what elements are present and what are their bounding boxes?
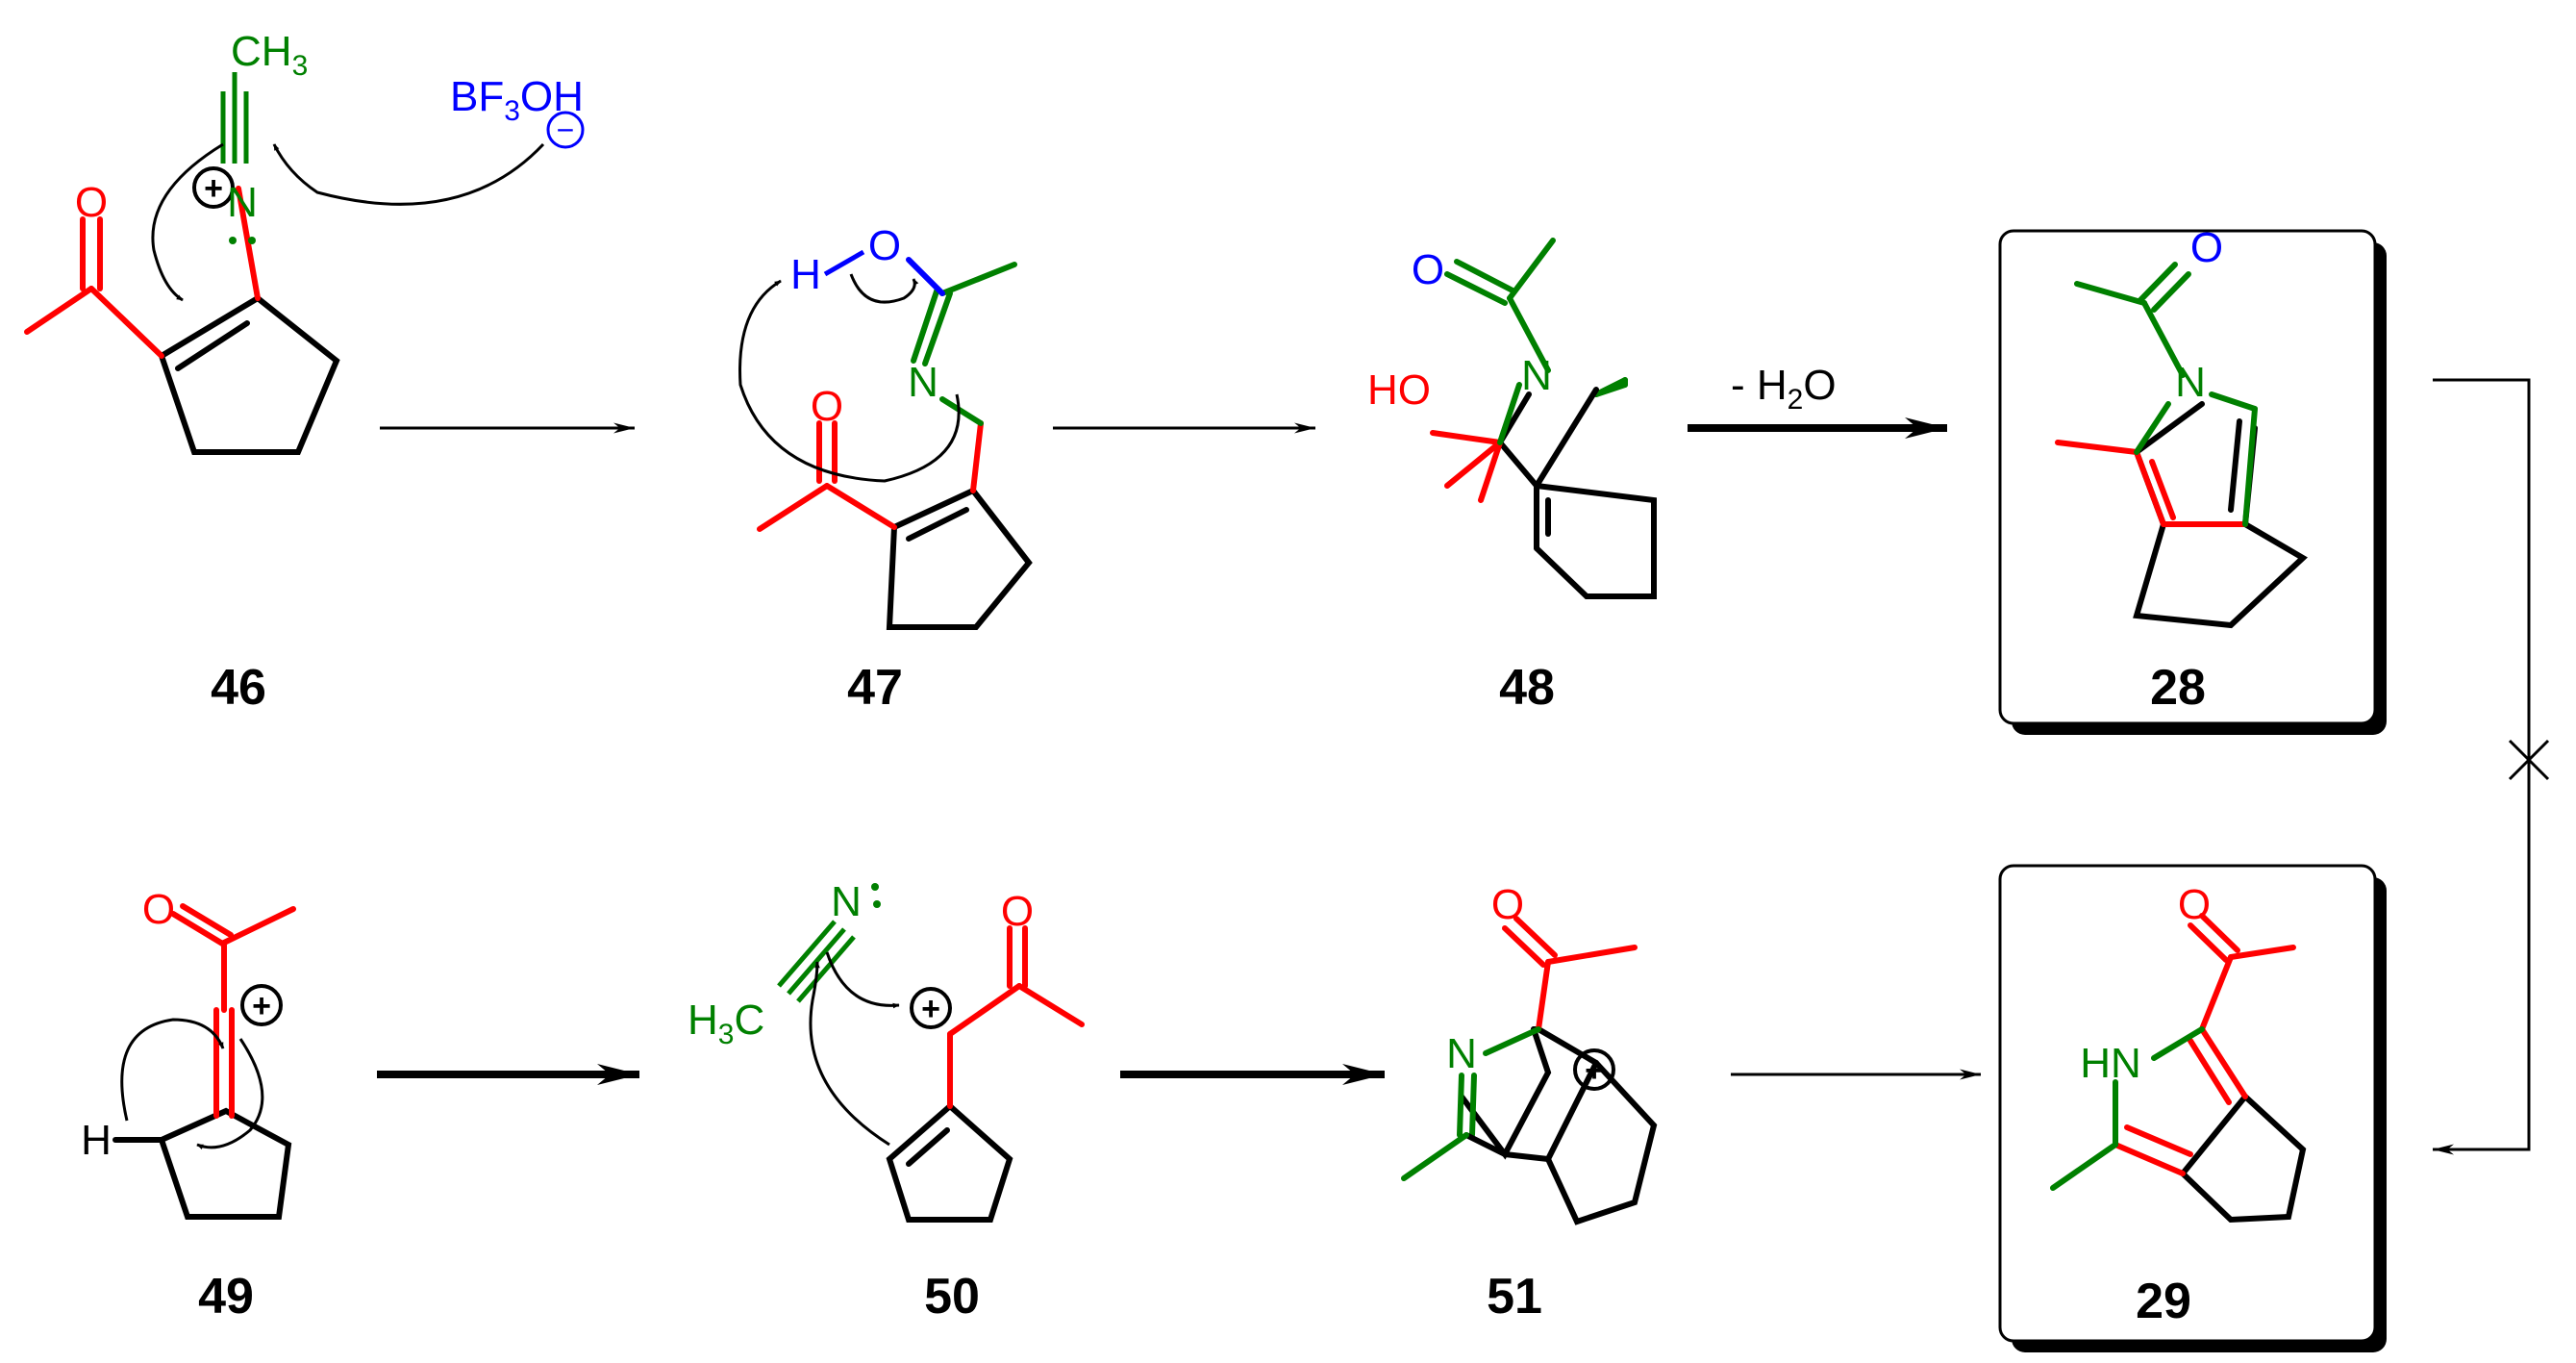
methyl-group-50: H3C [688, 997, 764, 1050]
product-box-29 [1998, 864, 2387, 1352]
svg-text:+: + [921, 991, 940, 1027]
blocked-pathway-cross [2508, 739, 2550, 781]
compound-number-50: 50 [924, 1269, 980, 1325]
curved-arrow-49-shift [196, 1038, 264, 1149]
nitrogen-atom-48: N [1521, 352, 1552, 399]
compound-number-48: 48 [1499, 660, 1555, 716]
compound-number-49: 49 [198, 1269, 254, 1325]
curved-arrow-50-attack [825, 951, 900, 1009]
oxygen-atom-29: O [2178, 881, 2211, 928]
curved-arrow-bf3oh [272, 142, 545, 206]
compound-49 [113, 903, 296, 1220]
dehydration-condition: - H2O [1731, 362, 1837, 416]
compound-50 [886, 925, 1085, 1223]
lone-pair [229, 237, 256, 244]
oxygen-atom-46: O [75, 179, 108, 226]
lewis-acid-bf3oh: BF3OH [450, 73, 584, 127]
nitrogen-atom-50: N [831, 878, 862, 925]
nitrogen-atom-47: N [908, 359, 938, 406]
cation-charge-49: + [240, 984, 283, 1026]
nitrogen-atom-28: N [2175, 359, 2206, 406]
compound-number-46: 46 [211, 660, 266, 716]
methyl-group: CH3 [231, 28, 308, 82]
cation-charge-50: + [910, 987, 952, 1029]
hydrogen-atom-49: H [81, 1117, 112, 1164]
acetonitrile-50 [777, 920, 856, 1003]
lone-pair-50 [871, 883, 881, 908]
oxygen-atom-49: O [142, 886, 175, 933]
compound-48 [1430, 238, 1657, 599]
curved-arrow-50-cyclization [809, 961, 890, 1147]
curved-arrow-49-hydride [120, 1018, 225, 1122]
acetonitrile-reagent [220, 72, 249, 164]
compound-46 [24, 186, 340, 455]
oxygen-atom-47-ketone: O [811, 383, 843, 430]
compound-number-51: 51 [1487, 1269, 1542, 1325]
nitrile-nitrogen: N [227, 179, 258, 226]
oxygen-atom-51: O [1491, 881, 1524, 928]
product-box-28 [1998, 229, 2387, 735]
compound-29 [2050, 913, 2307, 1224]
oxygen-atom-47-hydroxyl: O [868, 222, 901, 269]
oh-bond-47 [823, 249, 865, 277]
compound-number-28: 28 [2150, 660, 2206, 716]
connector-28-29 [2433, 378, 2531, 1151]
amine-nh-29: HN [2080, 1040, 2141, 1087]
svg-text:+: + [1585, 1052, 1604, 1089]
curved-arrow-47-proton [849, 273, 919, 304]
cation-charge-51: + [1573, 1048, 1615, 1091]
oxygen-atom-28: O [2190, 224, 2223, 271]
nitrogen-atom-51: N [1446, 1030, 1477, 1077]
oxygen-atom-48: O [1412, 246, 1444, 293]
oxygen-atom-50: O [1001, 888, 1034, 935]
hydroxyl-group-48: HO [1367, 366, 1431, 414]
svg-text:+: + [204, 170, 223, 207]
svg-text:+: + [252, 988, 271, 1024]
anion-charge-bf3oh: − [546, 111, 585, 149]
hydrogen-atom-47: H [790, 251, 821, 298]
compound-51 [1401, 916, 1658, 1225]
compound-number-29: 29 [2136, 1274, 2191, 1329]
curved-arrow-nitrile-attack [151, 142, 224, 302]
compound-number-47: 47 [847, 660, 903, 716]
curved-arrow-47-cyclization [738, 279, 961, 483]
cation-charge-46: + [192, 166, 235, 209]
svg-text:−: − [557, 113, 575, 147]
compound-47 [757, 257, 1033, 630]
compound-28 [2055, 262, 2308, 629]
